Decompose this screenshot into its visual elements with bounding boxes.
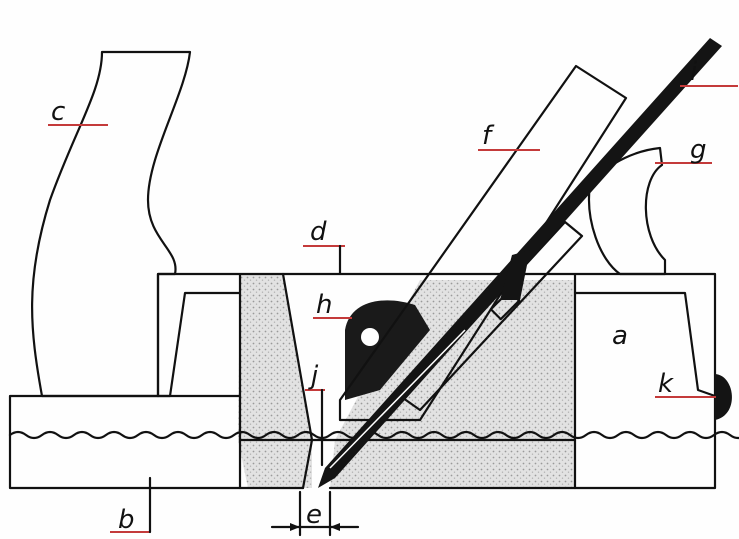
label-g: g bbox=[690, 135, 707, 165]
iron-highlight bbox=[329, 329, 466, 469]
label-k: k bbox=[658, 369, 674, 399]
label-h: h bbox=[316, 290, 332, 320]
label-j: j bbox=[308, 361, 319, 391]
label-d: d bbox=[310, 217, 327, 247]
rear-handle-c bbox=[31, 50, 192, 398]
label-i: i bbox=[690, 57, 698, 87]
sole-wavy-line bbox=[8, 430, 739, 440]
plane-iron-shadow bbox=[500, 250, 530, 300]
dim-arrow-left bbox=[290, 523, 300, 531]
end-stop-k bbox=[715, 374, 732, 420]
label-b: b bbox=[118, 505, 135, 535]
body-inner-step-right bbox=[573, 291, 717, 398]
pivot-hole bbox=[361, 328, 379, 346]
throat-line-front bbox=[281, 272, 314, 490]
label-f: f bbox=[482, 121, 495, 151]
body-inner-step-left bbox=[156, 291, 242, 398]
label-e: e bbox=[306, 500, 322, 530]
label-c: c bbox=[51, 97, 65, 127]
dim-arrow-right bbox=[330, 523, 340, 531]
stippled-core-left bbox=[238, 275, 312, 488]
lever-cap-pivot-h bbox=[345, 300, 430, 400]
label-a: a bbox=[612, 321, 628, 351]
front-knob-g bbox=[588, 146, 667, 276]
